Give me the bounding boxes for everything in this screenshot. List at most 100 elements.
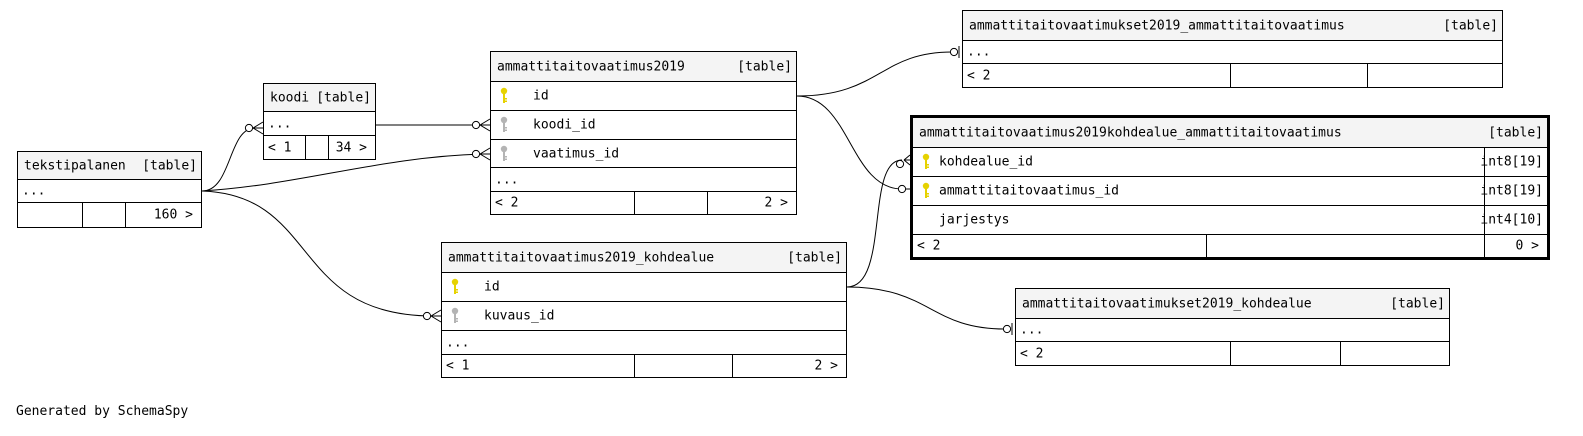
table-header: ammattitaitovaatimus2019_kohdealue [tabl… — [442, 243, 846, 273]
children-count[interactable]: 34 > — [328, 136, 375, 159]
parents-count[interactable]: < 2 — [495, 195, 519, 211]
parents-count[interactable] — [18, 203, 82, 227]
footer-middle — [305, 136, 328, 159]
column-name: vaatimus_id — [533, 146, 620, 161]
primary-key-icon — [922, 182, 930, 198]
column-name: ammattitaitovaatimus_id — [939, 183, 1120, 199]
parents-count[interactable]: < 2 — [917, 238, 941, 254]
foreign-key-icon — [500, 116, 508, 132]
column-row-kohdealue-id[interactable]: kohdealue_id int8[19] — [913, 148, 1547, 177]
parents-count[interactable]: < 1 — [446, 358, 470, 374]
column-name: id — [484, 279, 500, 295]
foreign-key-icon — [500, 145, 508, 161]
column-type: int8[19] — [1480, 183, 1543, 199]
table-kind: [table] — [1488, 125, 1543, 140]
endpoint-kuvaus-id — [422, 309, 442, 323]
column-row-id[interactable]: id — [491, 82, 796, 111]
parents-count[interactable]: < 2 — [967, 68, 991, 83]
table-name: ammattitaitovaatimukset2019_ammattitaito… — [969, 18, 1345, 33]
column-row-kuvaus-id[interactable]: kuvaus_id — [442, 302, 846, 331]
endpoint-vaatimus-id — [471, 147, 491, 161]
column-name: jarjestys — [939, 212, 1010, 228]
table-footer: < 2 0 > — [913, 235, 1547, 257]
columns-ellipsis: ... — [491, 168, 796, 192]
table-name: ammattitaitovaatimus2019 — [497, 59, 685, 74]
endpoint-koodi-id — [471, 118, 491, 132]
edge-kohdealue-ammattitaitovaatimukset-kohdealue — [846, 286, 1006, 330]
table-footer: < 1 34 > — [264, 136, 375, 159]
table-ammattitaitovaatimus2019-kohdealue[interactable]: ammattitaitovaatimus2019_kohdealue [tabl… — [441, 242, 847, 378]
table-name: tekstipalanen — [24, 158, 126, 173]
column-name: kohdealue_id — [939, 154, 1033, 170]
table-koodi[interactable]: koodi [table] ... < 1 34 > — [263, 83, 376, 160]
table-footer: 160 > — [18, 203, 201, 227]
column-row-koodi-id[interactable]: koodi_id — [491, 111, 796, 140]
footer-middle — [1206, 235, 1484, 257]
columns-ellipsis: ... — [963, 41, 1502, 64]
columns-ellipsis: ... — [442, 331, 846, 355]
columns-ellipsis: ... — [18, 180, 201, 203]
endpoint-ammattitaitovaatimukset-kohdealue — [1002, 323, 1013, 335]
column-row-id[interactable]: id — [442, 273, 846, 302]
type-divider — [1484, 177, 1485, 205]
children-count[interactable]: 2 > — [732, 355, 846, 377]
endpoint-focus-kohdealue — [895, 154, 911, 169]
table-ammattitaitovaatimukset2019-kohdealue[interactable]: ammattitaitovaatimukset2019_kohdealue [t… — [1015, 288, 1450, 366]
columns-ellipsis: ... — [1016, 319, 1449, 342]
table-footer: < 2 — [1016, 342, 1449, 365]
children-count[interactable]: 2 > — [707, 192, 796, 214]
foreign-key-icon — [451, 307, 459, 323]
table-name: ammattitaitovaatimus2019_kohdealue — [448, 250, 715, 265]
table-ammattitaitovaatimus2019[interactable]: ammattitaitovaatimus2019 [table] id kood… — [490, 51, 797, 215]
footer-middle — [634, 355, 732, 377]
children-count[interactable] — [1340, 342, 1449, 365]
primary-key-icon — [451, 278, 459, 294]
edge-tekstipalanen-kohdealue — [201, 190, 434, 317]
table-header: ammattitaitovaatimukset2019_kohdealue [t… — [1016, 289, 1449, 319]
column-type: int8[19] — [1480, 154, 1543, 170]
edge-kohdealue-focus — [846, 159, 903, 288]
table-kind: [table] — [1443, 18, 1498, 33]
columns-ellipsis: ... — [264, 112, 375, 136]
children-count[interactable]: 160 > — [125, 203, 201, 227]
endpoint-koodi — [244, 121, 264, 135]
primary-key-icon — [500, 87, 508, 103]
table-kind: [table] — [142, 158, 197, 173]
table-ammattitaitovaatimukset2019-ammattitaitovaatimus[interactable]: ammattitaitovaatimukset2019_ammattitaito… — [962, 10, 1503, 88]
edge-tekstipalanen-koodi — [201, 127, 256, 192]
endpoint-ammattitaitovaatimukset-ammattitaitovaatimus — [949, 46, 960, 58]
column-row-ammattitaitovaatimus-id[interactable]: ammattitaitovaatimus_id int8[19] — [913, 177, 1547, 206]
table-kind: [table] — [1390, 296, 1445, 311]
column-row-vaatimus-id[interactable]: vaatimus_id — [491, 140, 796, 168]
edge-id-ammattitaitovaatimukset — [796, 51, 953, 97]
table-name: koodi — [270, 90, 310, 105]
parents-count[interactable]: < 2 — [1020, 346, 1044, 361]
table-kind: [table] — [316, 90, 371, 105]
table-header: ammattitaitovaatimus2019 [table] — [491, 52, 796, 82]
footer-middle — [82, 203, 125, 227]
primary-key-icon — [922, 153, 930, 169]
table-tekstipalanen[interactable]: tekstipalanen [table] ... 160 > — [17, 151, 202, 228]
table-kind: [table] — [737, 59, 792, 74]
footer-middle — [634, 192, 707, 214]
table-footer: < 1 2 > — [442, 355, 846, 377]
generated-by-credit: Generated by SchemaSpy — [16, 404, 189, 419]
table-footer: < 2 2 > — [491, 192, 796, 214]
column-type: int4[10] — [1480, 212, 1543, 228]
column-row-jarjestys[interactable]: jarjestys int4[10] — [913, 206, 1547, 235]
children-count[interactable] — [1367, 64, 1502, 87]
table-footer: < 2 — [963, 64, 1502, 87]
table-name: ammattitaitovaatimukset2019_kohdealue — [1022, 296, 1312, 311]
table-header: koodi [table] — [264, 84, 375, 112]
table-ammattitaitovaatimus2019kohdealue-ammattitaitovaatimus[interactable]: ammattitaitovaatimus2019kohdealue_ammatt… — [910, 115, 1550, 260]
table-header: tekstipalanen [table] — [18, 152, 201, 180]
endpoint-focus-ammattitaitovaatimus — [897, 184, 910, 194]
table-header: ammattitaitovaatimukset2019_ammattitaito… — [963, 11, 1502, 41]
column-name: kuvaus_id — [484, 308, 555, 324]
children-count[interactable]: 0 > — [1484, 235, 1547, 257]
type-divider — [1484, 206, 1485, 234]
footer-middle — [1230, 342, 1340, 365]
table-kind: [table] — [787, 250, 842, 265]
parents-count[interactable]: < 1 — [268, 140, 292, 155]
table-name: ammattitaitovaatimus2019kohdealue_ammatt… — [919, 125, 1342, 140]
